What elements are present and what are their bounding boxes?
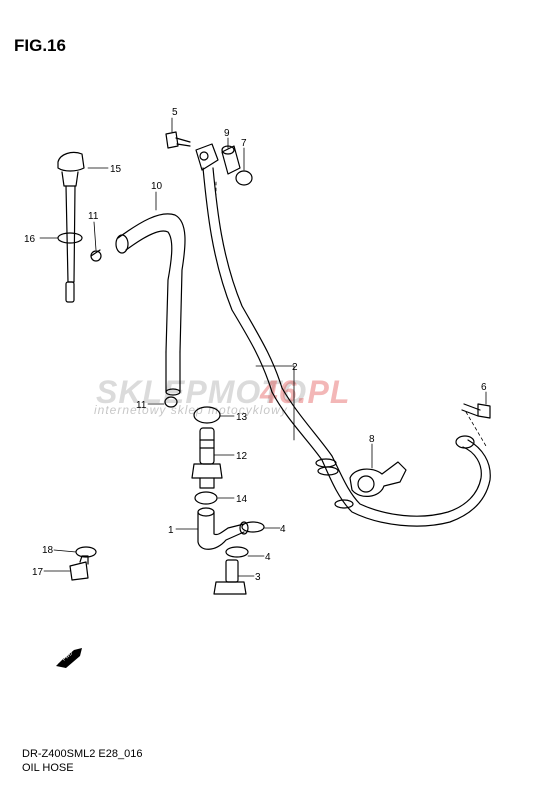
hose-clamp-part[interactable] (194, 491, 218, 505)
hose-clamp-bracket-part[interactable] (349, 461, 407, 497)
callout-4-lower: 4 (265, 552, 271, 563)
forward-arrow-icon: FWD (56, 648, 82, 668)
oil-hose-long-part[interactable] (195, 143, 491, 527)
alignment-dash (465, 411, 487, 447)
clip-lower-part[interactable] (164, 396, 178, 408)
sleeve-part[interactable] (221, 145, 241, 175)
callout-4-upper: 4 (280, 524, 286, 535)
o-ring-dipstick-part[interactable] (57, 232, 83, 244)
figure-title: FIG.16 (14, 36, 66, 55)
washer-lower-part[interactable] (225, 546, 249, 558)
bolt-right-part[interactable] (461, 403, 491, 419)
callout-11-lower: 11 (136, 400, 147, 411)
clip-upper-part[interactable] (90, 249, 102, 262)
breather-hose-part[interactable] (115, 213, 186, 396)
callout-2: 2 (292, 362, 298, 373)
watermark-brand: SKLEPMOTO (96, 374, 308, 410)
oil-dipstick-part[interactable] (57, 151, 85, 303)
callout-12: 12 (236, 451, 248, 462)
watermark-brand-suffix: 46.PL (260, 374, 351, 410)
union-bolt-part[interactable] (213, 559, 247, 595)
callout-1: 1 (168, 525, 174, 536)
leader-lines (39, 117, 487, 577)
drain-plug-part[interactable] (69, 555, 89, 581)
callout-8: 8 (369, 434, 375, 445)
callout-17: 17 (32, 567, 44, 578)
callout-15: 15 (110, 164, 122, 175)
washer-upper-part[interactable] (241, 521, 265, 533)
section-name: OIL HOSE (22, 762, 74, 774)
callout-6: 6 (481, 382, 487, 393)
watermark-tagline: internetowy sklep motocyklowy (94, 403, 288, 417)
model-code: DR-Z400SML2 E28_016 (22, 748, 143, 760)
oil-hose-elbow-part[interactable] (197, 507, 249, 550)
callout-13: 13 (236, 412, 248, 423)
callout-9: 9 (224, 128, 230, 139)
callout-3: 3 (255, 572, 261, 583)
callout-16: 16 (24, 234, 36, 245)
o-ring-seven-part[interactable] (235, 170, 253, 186)
callout-14: 14 (236, 494, 248, 505)
oil-fitting-part[interactable] (191, 427, 223, 489)
callout-10: 10 (151, 181, 163, 192)
callout-7: 7 (241, 138, 247, 149)
callout-5: 5 (172, 107, 178, 118)
bolt-top-part[interactable] (165, 131, 191, 149)
callout-18: 18 (42, 545, 54, 556)
callout-11-upper: 11 (88, 211, 99, 222)
ring-thirteen-part[interactable] (193, 406, 221, 424)
